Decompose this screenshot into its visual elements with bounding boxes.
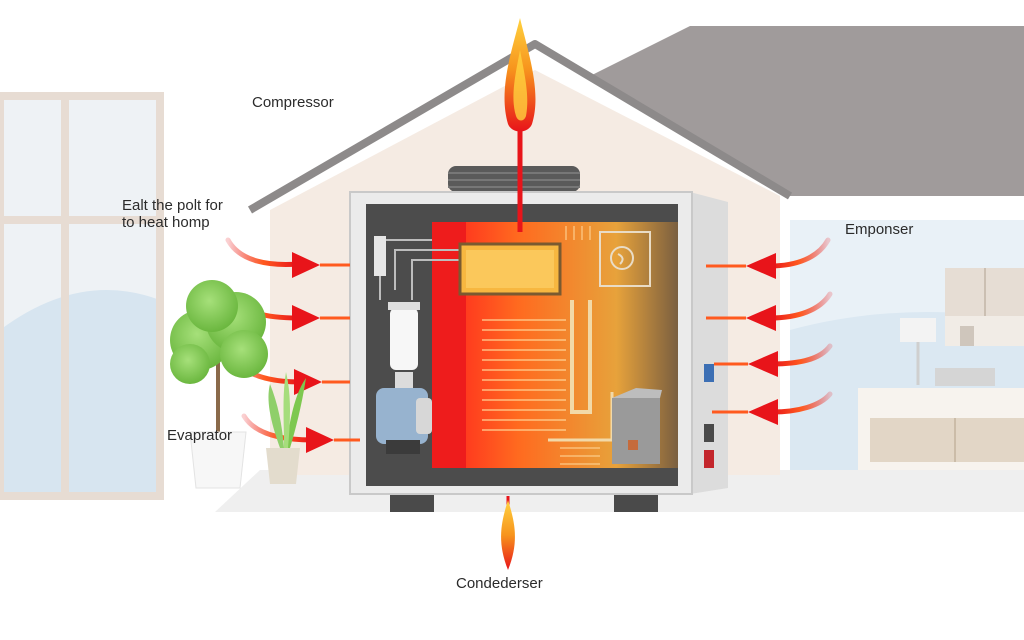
control-light-2 — [704, 424, 714, 442]
heat-output-arrow-up — [504, 18, 536, 232]
control-light-3 — [704, 450, 714, 468]
roof-outline — [247, 40, 793, 214]
label-evaporator: Evaprator — [167, 427, 233, 444]
left-arrows — [225, 237, 360, 453]
heat-pump-unit — [349, 191, 728, 495]
label-enponser: Emponser — [845, 221, 914, 238]
potted-plant — [266, 372, 306, 484]
gauge-panel — [599, 231, 651, 287]
arrow-right-1 — [706, 237, 831, 279]
tank — [612, 388, 662, 464]
right-arrows — [706, 237, 833, 425]
label-compressor: Compressor — [252, 94, 334, 111]
unit-foot-left — [390, 492, 434, 512]
unit-foot-right — [614, 492, 658, 512]
label-note-line-2: to heat homp — [122, 214, 210, 231]
arrow-right-3 — [714, 343, 833, 377]
arrow-left-1 — [225, 237, 350, 278]
potted-tree — [170, 280, 268, 489]
label-note-line-1: Ealt the polt for — [122, 197, 223, 214]
arrow-right-2 — [706, 291, 833, 331]
control-light-1 — [704, 364, 714, 382]
label-note: Ealt the polt for to heat homp — [122, 197, 223, 231]
label-condenser: Condederser — [456, 575, 543, 592]
arrow-right-4 — [712, 391, 833, 425]
window-left — [0, 92, 164, 500]
room-right — [780, 200, 1024, 470]
top-vent — [448, 166, 580, 192]
arrow-left-4 — [241, 413, 360, 453]
roof-back — [590, 26, 1024, 196]
heat-arrow-down — [501, 496, 515, 570]
pump-motor — [376, 372, 432, 454]
filter-cylinder — [390, 308, 418, 370]
